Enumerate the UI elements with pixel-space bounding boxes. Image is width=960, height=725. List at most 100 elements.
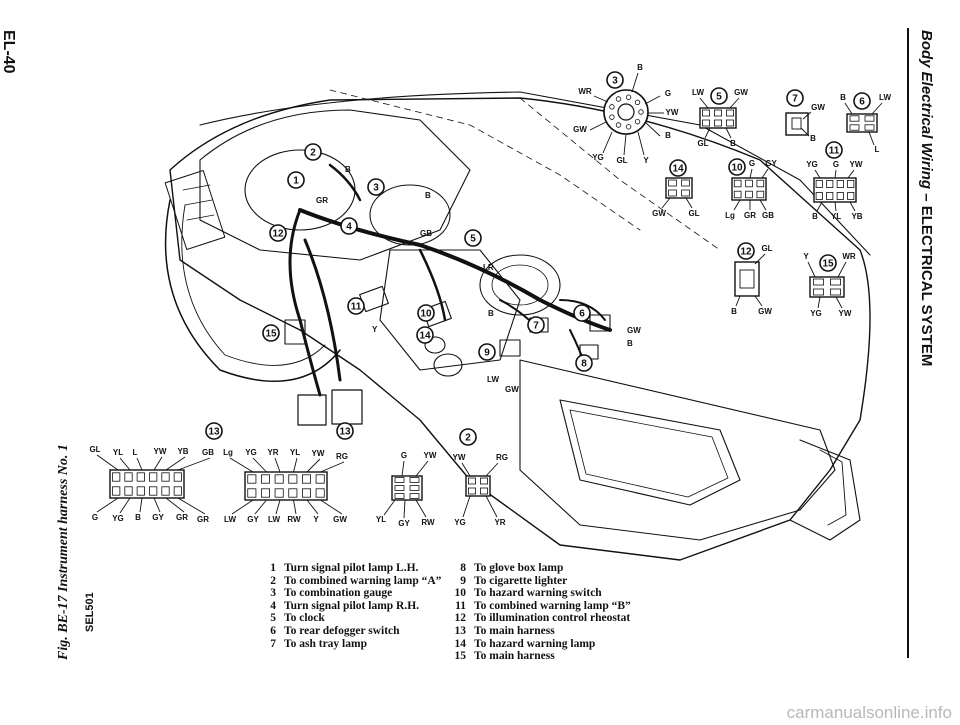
wire-color-label: GL — [688, 209, 699, 218]
legend-item: 14 To hazard warning lamp — [448, 638, 631, 651]
callout-label: 1 — [293, 176, 299, 187]
legend-text: To combined warning lamp “A” — [284, 574, 442, 587]
callout-number: 1 — [287, 171, 305, 189]
legend-text: To glove box lamp — [474, 562, 564, 574]
callout-label: 10 — [420, 309, 432, 320]
wire-color-label: Y — [313, 515, 319, 524]
wire-color-label: RG — [496, 453, 508, 462]
callout-label: 11 — [829, 146, 840, 157]
legend-number: 8 — [460, 562, 466, 574]
wire-color-label: YG — [592, 153, 604, 162]
wire-color-label: GW — [811, 103, 825, 112]
wire-tag: LW — [487, 375, 499, 384]
wire-color-label: Y — [803, 252, 809, 261]
legend-text: To main harness — [474, 650, 555, 663]
wire-color-label: B — [730, 139, 736, 148]
gauge-center — [369, 184, 451, 246]
switch-knob — [424, 336, 446, 354]
windshield-line — [329, 89, 641, 231]
callout-number: 3 — [367, 178, 385, 196]
wire-color-label: GR — [176, 513, 188, 522]
legend-number: 14 — [454, 637, 467, 650]
wire-tag: B — [627, 339, 633, 348]
wire-tag: B — [425, 191, 431, 200]
callout-number: 3 — [606, 71, 624, 89]
callout-label: 6 — [859, 97, 865, 108]
wire-color-label: GY — [247, 515, 259, 524]
watermark: carmanualsonline.info — [786, 703, 952, 722]
callout-number: 13 — [336, 422, 354, 440]
wire-color-label: YW — [666, 108, 679, 117]
wire-color-label: YG — [112, 514, 124, 523]
harness-branch-up — [328, 163, 362, 202]
dash-wire-tags: GR B B GB LR B Y LW GW GW B — [316, 165, 641, 394]
legend-item: 11 To combined warning lamp “B” — [448, 600, 631, 613]
callout-label: 12 — [272, 229, 284, 240]
wire-color-label: GL — [697, 139, 708, 148]
wire-color-label: RG — [336, 452, 348, 461]
wire-color-label: GL — [761, 244, 772, 253]
wire-color-label: YL — [831, 212, 841, 221]
left-vent — [164, 170, 226, 250]
legend-number: 7 — [270, 637, 276, 650]
legend-number: 4 — [270, 599, 276, 612]
legend-number: 15 — [454, 650, 467, 663]
dash-connector-9 — [499, 339, 521, 357]
legend-text: To hazard warning lamp — [474, 637, 596, 650]
wire-color-label: YG — [810, 309, 822, 318]
wire-color-label: B — [731, 307, 737, 316]
wire-color-label: Y — [643, 156, 649, 165]
wire-color-label: YW — [424, 451, 437, 460]
cluster-hood — [199, 109, 471, 261]
legend-number: 1 — [270, 562, 276, 574]
wire-color-label: B — [812, 212, 818, 221]
legend-number: 11 — [455, 599, 466, 612]
callout-number: 9 — [478, 343, 496, 361]
callout-number: 2 — [304, 143, 322, 161]
center-console — [379, 249, 521, 371]
legend-text: To clock — [284, 612, 325, 625]
wire-tag: GW — [505, 385, 519, 394]
legend-text: To combined warning lamp “B” — [474, 599, 631, 612]
callout-label: 14 — [419, 331, 431, 342]
windshield-line-2 — [519, 97, 721, 251]
wire-tag: GR — [316, 196, 328, 205]
wire-color-label: B — [665, 131, 671, 140]
wire-color-label: LW — [224, 515, 236, 524]
legend-number: 6 — [270, 624, 276, 637]
wire-color-label: GW — [652, 209, 666, 218]
callout-number: 15 — [819, 254, 837, 272]
wire-color-label: YR — [267, 448, 278, 457]
callout-number: 4 — [340, 217, 358, 235]
harness-branch-left — [288, 208, 322, 397]
wire-color-label: GW — [573, 125, 587, 134]
wire-color-label: YG — [454, 518, 466, 527]
wire-color-label: G — [833, 160, 839, 169]
wire-color-label: YW — [453, 453, 466, 462]
dashboard-outline — [169, 97, 871, 561]
callout-number: 8 — [575, 354, 593, 372]
wire-color-label: YR — [494, 518, 505, 527]
dash-connector-6 — [589, 314, 611, 332]
callout-label: 14 — [672, 164, 684, 175]
callout-label: 5 — [470, 234, 476, 245]
callout-number: 11 — [825, 141, 843, 159]
callout-number: 12 — [737, 242, 755, 260]
callout-label: 10 — [731, 163, 743, 174]
legend-text: Turn signal pilot lamp R.H. — [284, 599, 420, 612]
steering-wheel-inner — [181, 204, 326, 366]
